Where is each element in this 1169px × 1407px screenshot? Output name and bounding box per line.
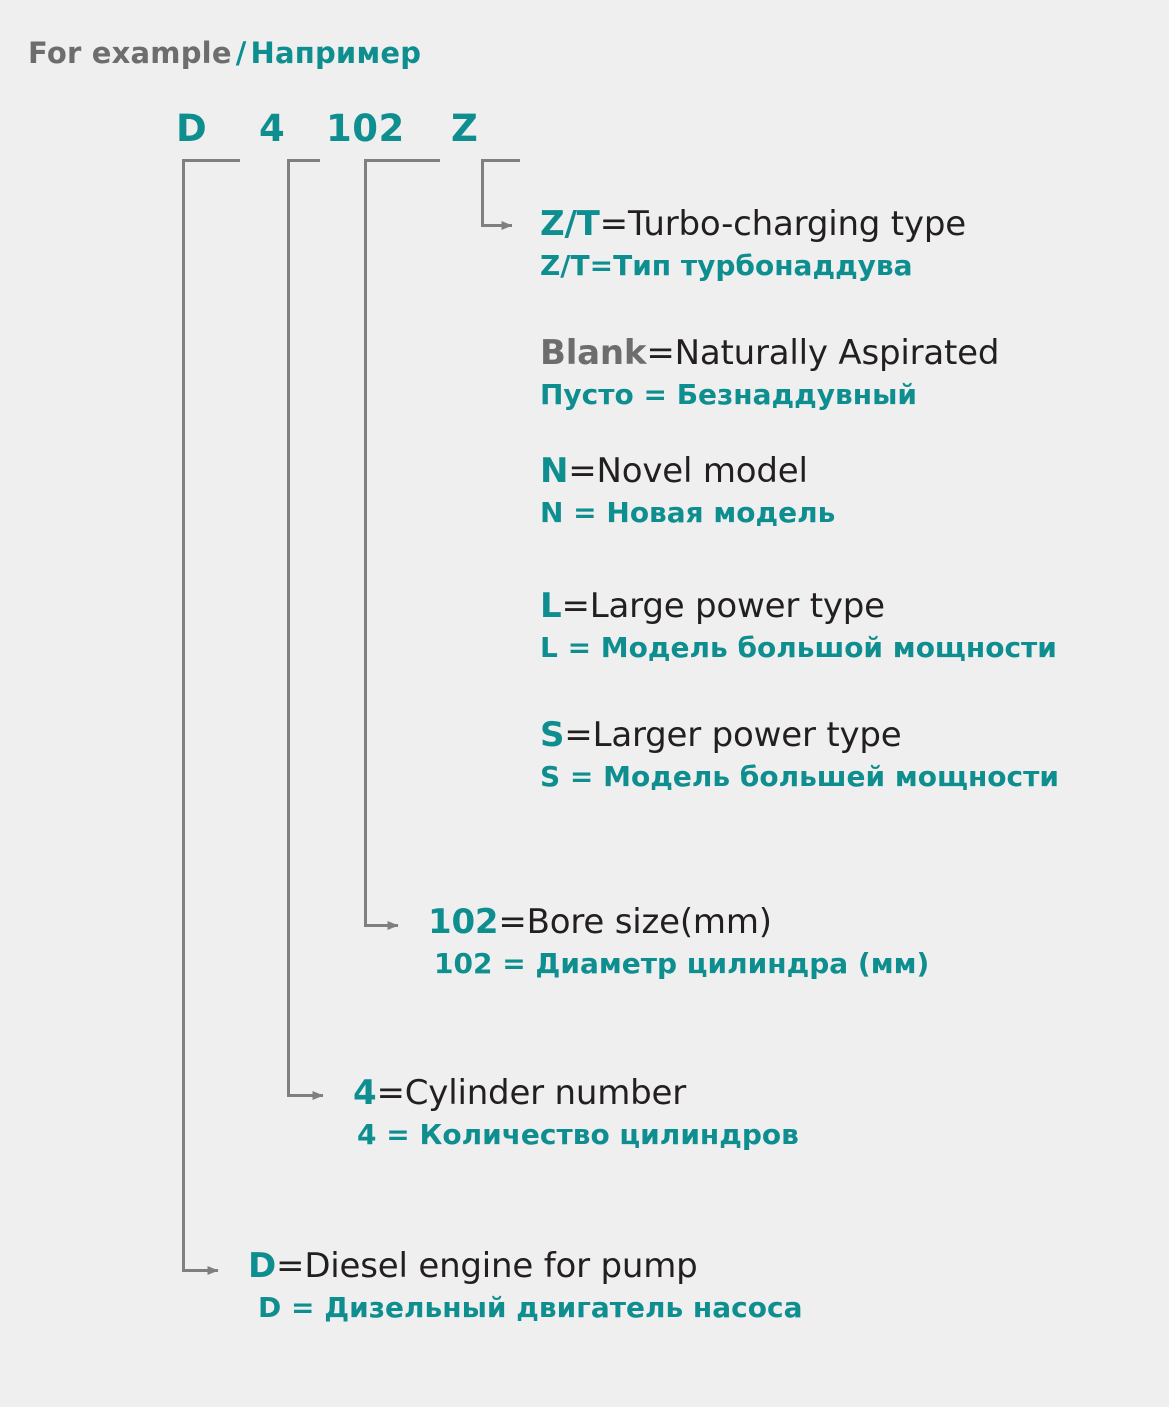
connector-suffix-z (481, 159, 520, 230)
connector-bore-102 (364, 159, 440, 930)
legend-entry-bore: 102=Bore size(mm) 102 = Диаметр цилиндра… (428, 901, 929, 983)
legend-key-larger: S (540, 715, 565, 755)
legend-desc-zt: =Turbo-charging type (599, 204, 966, 244)
legend-entry-zt-russian: Z/T=Тип турбонаддува (540, 249, 913, 282)
legend-desc-novel: =Novel model (568, 451, 808, 491)
legend-desc-bore: =Bore size(mm) (498, 902, 772, 942)
legend-entry-larger: S=Larger power type S = Модель большей м… (540, 714, 1059, 796)
legend-key-zt: Z/T (540, 204, 600, 244)
legend-entry-novel-russian: N = Новая модель (540, 496, 836, 529)
legend-desc-blank: =Naturally Aspirated (646, 333, 1000, 373)
legend-entry-diesel-english: D=Diesel engine for pump (248, 1245, 802, 1287)
model-code-token-4: 4 (259, 107, 286, 150)
legend-desc-diesel: =Diesel engine for pump (276, 1246, 698, 1286)
legend-entry-diesel-russian: D = Дизельный двигатель насоса (258, 1291, 803, 1324)
legend-entry-zt-english: Z/T=Turbo-charging type (540, 203, 966, 245)
model-code-row: D 4 102 Z (0, 107, 1169, 157)
legend-entry-novel-english: N=Novel model (540, 450, 835, 492)
legend-entry-cylinder-russian: 4 = Количество цилиндров (357, 1118, 799, 1151)
legend-entry-larger-english: S=Larger power type (540, 714, 1059, 756)
model-code-token-102: 102 (326, 107, 405, 150)
legend-entry-bore-english: 102=Bore size(mm) (428, 901, 929, 943)
connector-cylinder-4 (287, 159, 324, 1100)
legend-key-novel: N (540, 451, 569, 491)
legend-entry-larger-russian: S = Модель большей мощности (540, 760, 1059, 793)
legend-key-diesel: D (248, 1246, 277, 1286)
page-title-english: For example (28, 36, 232, 70)
page-title: For example/Например (28, 36, 421, 70)
legend-desc-larger: =Larger power type (564, 715, 902, 755)
legend-entry-blank-english: Blank=Naturally Aspirated (540, 332, 999, 374)
legend-entry-large-english: L=Large power type (540, 585, 1057, 627)
model-code-token-d: D (176, 107, 208, 150)
legend-key-large: L (540, 586, 562, 626)
legend-entry-diesel: D=Diesel engine for pump D = Дизельный д… (248, 1245, 802, 1327)
legend-key-bore: 102 (428, 902, 499, 942)
legend-entry-large-russian: L = Модель большой мощности (540, 631, 1057, 664)
connector-diesel-d (182, 159, 240, 1275)
legend-key-blank: Blank (540, 333, 647, 373)
legend-entry-cylinder: 4=Cylinder number 4 = Количество цилиндр… (353, 1072, 799, 1154)
legend-entry-large: L=Large power type L = Модель большой мо… (540, 585, 1057, 667)
legend-entry-blank-russian: Пусто = Безнаддувный (540, 378, 918, 411)
legend-entry-novel: N=Novel model N = Новая модель (540, 450, 835, 532)
legend-entry-zt: Z/T=Turbo-charging type Z/T=Тип турбонад… (540, 203, 966, 285)
legend-entry-cylinder-english: 4=Cylinder number (353, 1072, 799, 1114)
legend-entry-blank: Blank=Naturally Aspirated Пусто = Безнад… (540, 332, 999, 414)
model-code-token-z: Z (451, 107, 479, 150)
page-title-russian: Например (250, 36, 422, 70)
legend-key-cylinder: 4 (353, 1073, 377, 1113)
page-title-separator: / (235, 36, 247, 70)
legend-entry-bore-russian: 102 = Диаметр цилиндра (мм) (434, 947, 930, 980)
legend-desc-cylinder: =Cylinder number (376, 1073, 687, 1113)
legend-desc-large: =Large power type (561, 586, 885, 626)
